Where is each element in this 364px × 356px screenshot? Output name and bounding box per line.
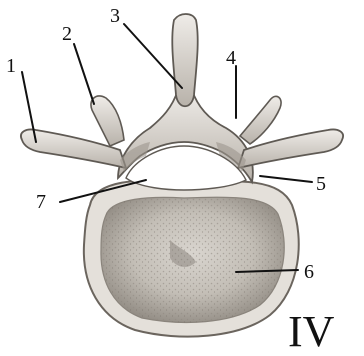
- callout-7: 7: [36, 191, 46, 213]
- vertebra-number-label: IV: [288, 307, 335, 356]
- callout-2: 2: [62, 23, 72, 45]
- leader-line-2: [74, 44, 94, 104]
- spinous-process: [172, 14, 197, 106]
- callout-5: 5: [316, 173, 326, 195]
- callout-4: 4: [226, 47, 236, 69]
- superior-articular-process-left: [91, 96, 124, 146]
- callout-3: 3: [110, 5, 120, 27]
- callout-6: 6: [304, 261, 314, 283]
- leader-line-5: [260, 176, 312, 182]
- callout-1: 1: [6, 55, 16, 77]
- superior-articular-process-right: [240, 96, 281, 144]
